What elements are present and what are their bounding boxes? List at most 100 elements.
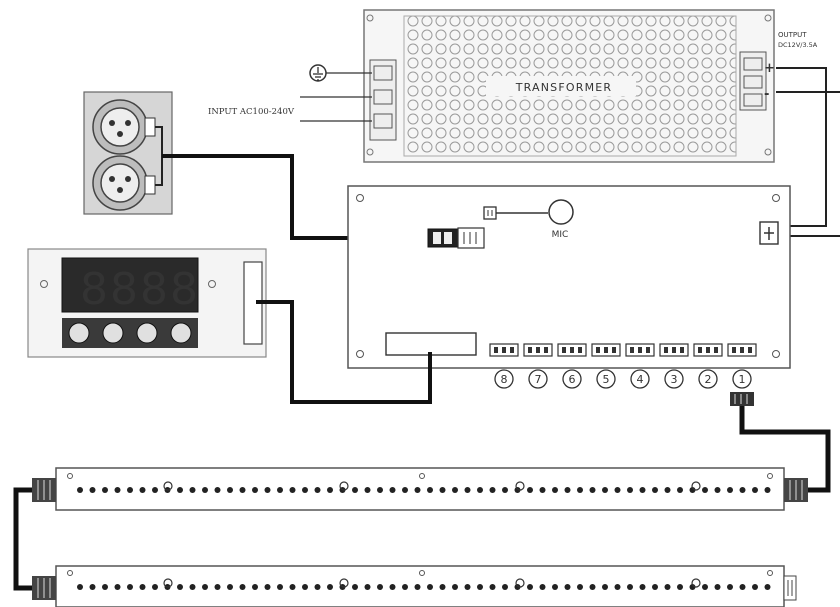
led-dot [77, 487, 83, 493]
channel-number: 5 [603, 373, 610, 386]
led-dot [489, 487, 496, 493]
channel-label-3: 3 [664, 369, 684, 389]
led-dot [664, 584, 671, 590]
led-dot [639, 584, 646, 590]
led-dot [514, 487, 521, 493]
led-dot [352, 487, 358, 493]
led-dot [77, 584, 83, 590]
channel-port-4 [625, 343, 655, 357]
led-dot [452, 584, 458, 590]
led-dot [702, 584, 708, 590]
led-resistor [339, 481, 349, 491]
led-dot [752, 584, 758, 590]
led-dot [214, 584, 221, 590]
led-dot [239, 487, 246, 493]
led-dot [152, 487, 158, 493]
led-dot [427, 487, 433, 493]
mount-hole [767, 473, 773, 479]
led-output-plug [730, 392, 754, 406]
led-dot [464, 584, 471, 590]
output-label-line1: OUTPUT [778, 31, 807, 39]
led-dot [652, 487, 658, 493]
led-dot [302, 584, 308, 590]
led-dot [577, 584, 583, 590]
display-connector [385, 332, 477, 356]
led-dot [727, 487, 733, 493]
channel-label-1: 1 [732, 369, 752, 389]
led-dot [439, 487, 446, 493]
led-dot [139, 487, 146, 493]
led-strip-bottom-connector-left [32, 576, 56, 600]
led-dot [602, 584, 608, 590]
led-dot [677, 584, 683, 590]
led-dot [377, 584, 383, 590]
led-dot [739, 487, 746, 493]
channel-label-6: 6 [562, 369, 582, 389]
led-dot [277, 487, 283, 493]
display-digit-4: 8 [170, 264, 198, 315]
led-dot [527, 487, 533, 493]
led-dot [314, 584, 321, 590]
led-dot [652, 584, 658, 590]
led-dot [289, 487, 296, 493]
channel-port-5 [591, 343, 621, 357]
channel-port-8 [489, 343, 519, 357]
mount-hole [67, 570, 73, 576]
led-dot [377, 487, 383, 493]
led-dot [502, 487, 508, 493]
led-dot [477, 584, 483, 590]
led-dot [252, 584, 258, 590]
transformer: TRANSFORMER [363, 9, 775, 163]
led-strip-bottom-connector-right [783, 575, 797, 601]
led-dot [589, 584, 596, 590]
led-dot [402, 584, 408, 590]
led-dot [102, 487, 108, 493]
led-dot [677, 487, 683, 493]
led-dot [439, 584, 446, 590]
led-strip-top-connector-left [32, 478, 56, 502]
led-dot [302, 487, 308, 493]
channel-number: 3 [671, 373, 678, 386]
led-dot [727, 584, 733, 590]
transformer-label: TRANSFORMER [515, 81, 613, 94]
led-dot [614, 584, 621, 590]
mount-hole [67, 473, 73, 479]
led-dot [239, 584, 246, 590]
led-dot [689, 584, 696, 590]
led-dot [177, 584, 183, 590]
display-cable [256, 300, 432, 404]
led-dot [427, 584, 433, 590]
led-resistor [691, 578, 701, 588]
mic-label: MIC [552, 230, 569, 240]
ground-icon [309, 64, 372, 82]
led-dot [564, 487, 571, 493]
led-dot [402, 487, 408, 493]
led-dot [139, 584, 146, 590]
channel-port-3 [659, 343, 689, 357]
led-strip-top-leds [67, 473, 773, 493]
led-dot [602, 487, 608, 493]
led-resistor [163, 578, 173, 588]
led-dot [564, 584, 571, 590]
led-dot [514, 584, 521, 590]
channel-output-ports [489, 343, 757, 357]
led-resistor [515, 578, 525, 588]
channel-number: 4 [637, 373, 644, 386]
led-dot [189, 487, 196, 493]
display-digit-2: 8 [110, 264, 138, 315]
led-dot [364, 487, 371, 493]
led-dot [764, 584, 771, 590]
microphone-icon [483, 199, 574, 225]
led-dot [739, 584, 746, 590]
led-dot [202, 487, 208, 493]
led-dot [589, 487, 596, 493]
xlr-connector-plate [83, 91, 173, 215]
led-dot [714, 487, 721, 493]
led-dot [264, 487, 271, 493]
led-dot [664, 487, 671, 493]
led-dot [414, 584, 421, 590]
led-resistor [163, 481, 173, 491]
output-label-line2: DC12V/3.5A [778, 41, 818, 49]
